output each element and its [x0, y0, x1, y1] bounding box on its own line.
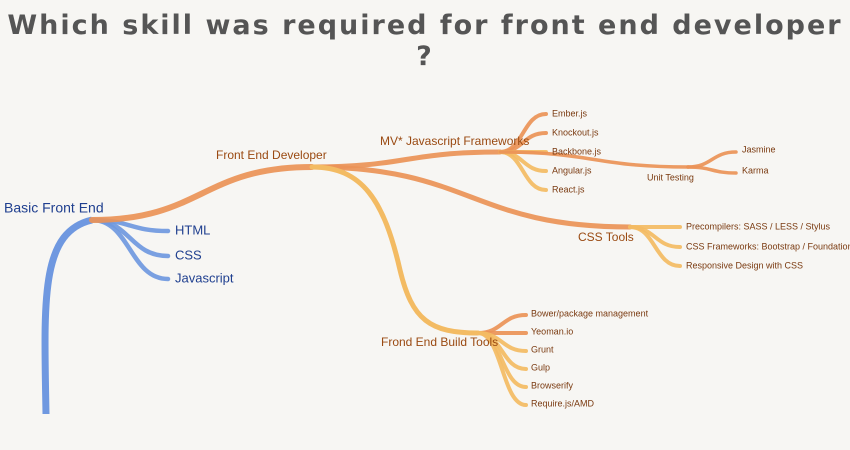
node-karma[interactable]: Karma — [742, 165, 769, 175]
node-knockout-js[interactable]: Knockout.js — [552, 127, 599, 137]
link-responsive-design-with-css — [628, 225, 682, 268]
node-bower-package-management[interactable]: Bower/package management — [531, 308, 649, 318]
link-front-end-developer — [89, 164, 315, 223]
link-build-tools — [309, 164, 481, 336]
link-unit-testing — [498, 150, 690, 169]
node-react-js[interactable]: React.js — [552, 184, 585, 194]
node-frameworks[interactable]: MV* Javascript Frameworks — [380, 134, 529, 148]
node-backbone-js[interactable]: Backbone.js — [552, 146, 602, 156]
node-angular-js[interactable]: Angular.js — [552, 165, 592, 175]
node-browserify[interactable]: Browserify — [531, 380, 574, 390]
node-jasmine[interactable]: Jasmine — [742, 144, 776, 154]
node-require-js-amd[interactable]: Require.js/AMD — [531, 398, 595, 408]
node-responsive-design-with-css[interactable]: Responsive Design with CSS — [686, 260, 803, 270]
node-html[interactable]: HTML — [175, 222, 210, 237]
node-javascript[interactable]: Javascript — [175, 270, 234, 285]
node-front-end-developer[interactable]: Front End Developer — [216, 148, 327, 162]
node-unit-testing[interactable]: Unit Testing — [647, 172, 694, 182]
link-bower-package-management — [476, 313, 528, 335]
node-css[interactable]: CSS — [175, 247, 202, 262]
node-ember-js[interactable]: Ember.js — [552, 108, 588, 118]
link-jasmine — [686, 150, 738, 169]
node-precompilers-sass-less-stylus[interactable]: Precompilers: SASS / LESS / Stylus — [686, 221, 831, 231]
node-grunt[interactable]: Grunt — [531, 344, 554, 354]
link-karma — [686, 165, 738, 175]
page-title: Which skill was required for front end d… — [7, 10, 843, 72]
node-build-tools[interactable]: Frond End Build Tools — [381, 335, 498, 349]
node-yeoman-io[interactable]: Yeoman.io — [531, 326, 573, 336]
node-css-frameworks-bootstrap-foundation[interactable]: CSS Frameworks: Bootstrap / Foundation — [686, 241, 850, 251]
node-css-tools[interactable]: CSS Tools — [578, 230, 634, 244]
node-basic-front-end[interactable]: Basic Front End — [4, 200, 104, 216]
link-frameworks — [309, 149, 503, 170]
root-trunk-link — [41, 216, 93, 415]
node-gulp[interactable]: Gulp — [531, 362, 550, 372]
link-require-js-amd — [476, 331, 528, 407]
link-css-tools — [309, 164, 633, 230]
tree-links — [41, 112, 738, 415]
